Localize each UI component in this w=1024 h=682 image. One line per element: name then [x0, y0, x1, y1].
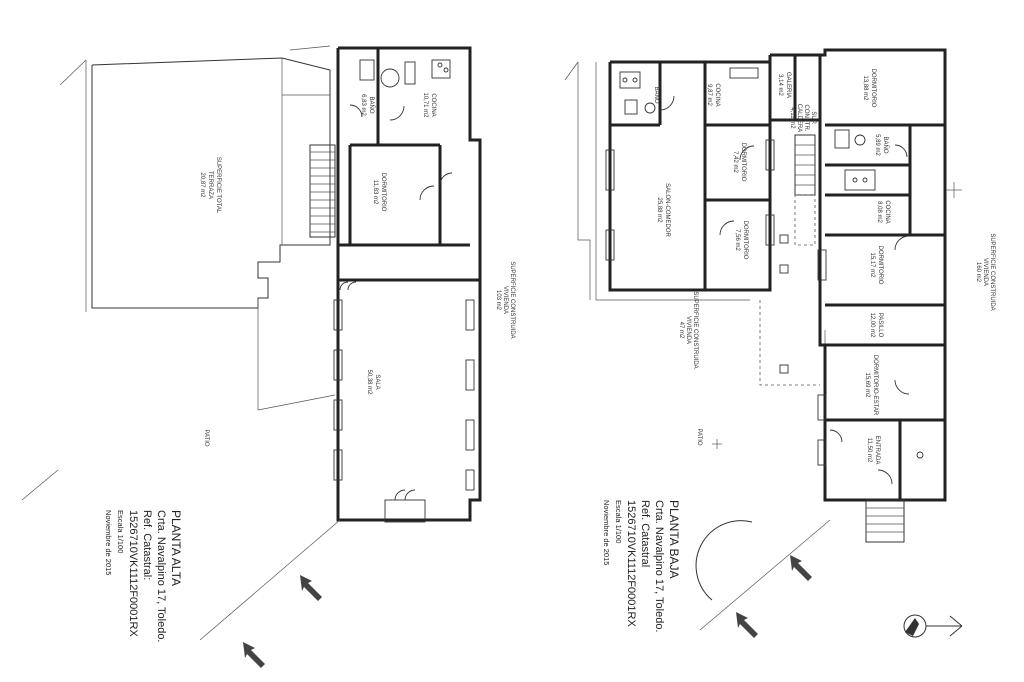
fixtures-baja-right — [829, 129, 924, 485]
bath-fixtures-baja — [619, 67, 759, 236]
planta-alta-plan: SUPERFICIE TOTAL TERRAZA 20,87 m2 BAÑO 6… — [21, 45, 515, 668]
date-alta: Noviembre de 2015 — [104, 510, 113, 575]
superficie-alta-use: VIVIENDA — [502, 286, 508, 314]
title-block-baja: PLANTA BAJA Crta. Navalpino 17, Toledo. … — [602, 500, 681, 633]
windows-alta — [333, 299, 475, 523]
sup-label: SUP. — [810, 111, 816, 125]
scale-baja: Escala 1/100 — [614, 500, 623, 543]
superficie-baja-use: VIVIENDA — [982, 258, 988, 286]
entrada-name: ENTRADA — [874, 436, 880, 465]
scale-alta: Escala 1/100 — [116, 510, 125, 553]
cocina1-area: 9,87 m2 — [706, 84, 712, 106]
cocina2-area: 8,08 m2 — [876, 201, 882, 223]
entrance-stairs — [865, 499, 905, 543]
superficie2-value: 47 m2 — [678, 322, 684, 339]
bano-alta-area: 6,83 m2 — [360, 94, 366, 116]
stairs-baja — [794, 134, 816, 246]
title-alta: PLANTA ALTA — [169, 510, 183, 586]
terraza-area: 20,87 m2 — [199, 172, 205, 198]
cocina1-name: COCINA — [714, 83, 720, 106]
constr-label: CONSTR. — [803, 105, 809, 132]
dorm4-area: 15,17 m2 — [869, 252, 875, 278]
superficie2-label: SUPERFICIE CONSTRUIDA — [692, 291, 698, 368]
superficie-alta-label: SUPERFICIE CONSTRUIDA — [509, 261, 515, 338]
dorm3-name: DORMITORIO — [870, 69, 876, 108]
patio-alta-label: PATIO — [203, 429, 209, 446]
patio-baja-label: PATIO — [696, 428, 702, 445]
dormitorio-alta-name: DORMITORIO — [380, 173, 386, 212]
dormestar-name: DORMITORIO-ESTAR — [872, 355, 878, 416]
galeria-name: GALERIA — [785, 72, 791, 98]
windows-baja — [605, 139, 827, 466]
dorm2-area: 7,56 m2 — [734, 229, 740, 251]
planta-baja-plan: BAÑO COCINA 9,87 m2 SALON-COMEDOR 25,88 … — [564, 48, 995, 638]
galeria-area: 3,14 m2 — [777, 74, 783, 96]
dorm2-name: DORMITORIO — [742, 221, 748, 260]
dormitorio-alta-area: 11,83 m2 — [372, 180, 378, 205]
gate-arc — [695, 520, 753, 601]
terraza-label: SUPERFICIE TOTAL — [215, 157, 221, 214]
ref-label-baja: Ref. Catastral — [639, 500, 651, 567]
bano-alta-name: BAÑO — [368, 96, 375, 113]
pasillo-name: PASILLO — [877, 313, 883, 338]
ref-label-alta: Ref. Catastral: — [141, 510, 153, 580]
date-baja: Noviembre de 2015 — [602, 500, 611, 565]
dorm3-area: 13,88 m2 — [862, 75, 868, 101]
entry-arrow-icon — [736, 555, 812, 638]
walls-baja-left — [608, 60, 772, 292]
cocina2-name: COCINA — [884, 200, 890, 223]
north-arrow-icon — [243, 575, 322, 668]
stairs-alta — [309, 144, 336, 238]
superficie2-use: VIVIENDA — [685, 316, 691, 344]
dorm1-area: 7,42 m2 — [732, 151, 738, 173]
dorm4-name: DORMITORIO — [877, 246, 883, 285]
caldera-name: CALDERA — [796, 104, 802, 132]
ref-code-baja: 1526710VK1112F0001RX — [625, 500, 637, 627]
compass-icon — [903, 614, 963, 638]
address-baja: Crta. Navalpino 17, Toledo. — [653, 500, 665, 633]
entrada-area: 11,50 m2 — [866, 438, 872, 463]
bano2-name: BAÑO — [882, 136, 889, 153]
walls-alta — [336, 46, 482, 522]
salon-name: SALON-COMEDOR — [664, 183, 670, 237]
bano2-area: 5,89 m2 — [874, 134, 880, 156]
pasillo-area: 12,00 m2 — [869, 312, 875, 338]
title-block-alta: PLANTA ALTA Crta. Navalpino 17, Toledo. … — [104, 510, 183, 643]
walls-baja-right — [768, 48, 947, 502]
dorm1-name: DORMITORIO — [740, 143, 746, 182]
bath-fixtures-alta — [339, 59, 453, 291]
sala-area: 50,38 m2 — [366, 369, 372, 395]
ref-code-alta: 1526710VK1112F0001RX — [127, 510, 139, 637]
salon-area: 25,88 m2 — [656, 197, 662, 223]
superficie-baja-value: 160 m2 — [975, 262, 981, 283]
cocina-alta-area: 10,71 m2 — [422, 92, 428, 118]
caldera-area: 4,11 m2 — [789, 107, 795, 129]
superficie-baja-label: SUPERFICIE CONSTRUIDA — [989, 233, 995, 310]
dormestar-area: 15,69 m2 — [864, 372, 870, 398]
terraza-name: TERRAZA — [207, 171, 213, 199]
superficie-alta-value: 103 m2 — [495, 290, 501, 311]
bano1-name: BAÑO — [653, 86, 660, 103]
address-alta: Crta. Navalpino 17, Toledo. — [155, 510, 167, 643]
cocina-alta-name: COCINA — [430, 93, 436, 116]
sala-name: SALA — [374, 374, 380, 389]
title-baja: PLANTA BAJA — [667, 500, 681, 578]
